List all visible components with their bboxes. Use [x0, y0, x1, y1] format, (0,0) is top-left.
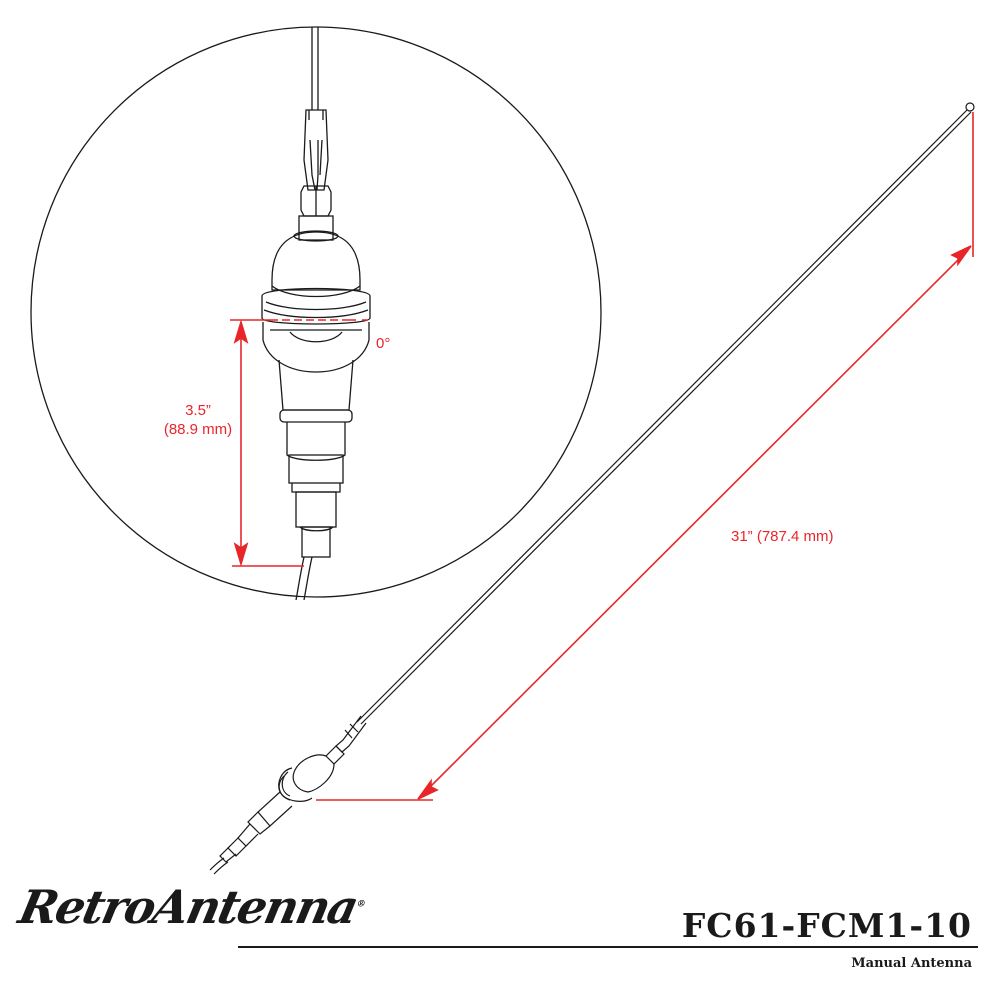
arrow-downleft-icon: [417, 778, 439, 800]
arrow-upright-icon: [950, 245, 972, 267]
mast-height-inches: 3.5”: [185, 402, 211, 419]
length-dimension: [316, 112, 974, 801]
arrow-down-icon: [233, 542, 249, 567]
mast-height-mm: (88.9 mm): [163, 421, 233, 438]
length-dimension-line: [423, 252, 966, 794]
detail-dimensions: [230, 319, 372, 567]
mast-height-label: 3.5” (88.9 mm): [138, 401, 258, 439]
mount-angle-label: 0°: [376, 335, 391, 352]
arrow-up-icon: [233, 319, 249, 344]
antenna-length-label: 31” (787.4 mm): [731, 528, 834, 545]
brand-logo-text: RetroAntenna: [14, 880, 362, 934]
detail-view: [30, 26, 602, 601]
product-subtitle: Manual Antenna: [851, 956, 972, 971]
model-number: FC61-FCM1-10: [681, 906, 972, 945]
detail-circle: [30, 26, 602, 598]
brand-logo: RetroAntenna®: [14, 880, 370, 934]
footer-rule: [238, 946, 978, 948]
full-antenna: [209, 102, 975, 875]
